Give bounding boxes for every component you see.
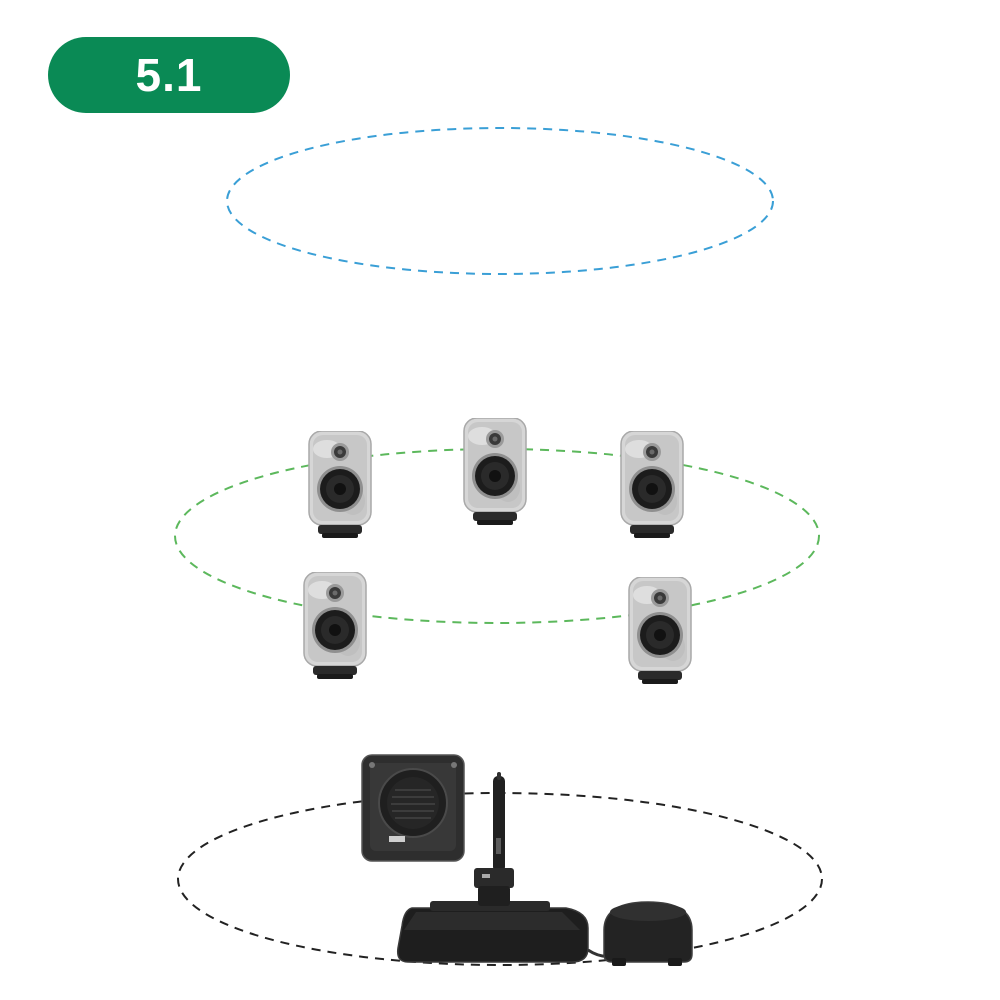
speaker-surround-right-icon bbox=[628, 577, 692, 685]
calibration-microphone-icon bbox=[474, 772, 514, 906]
height-layer-ring bbox=[226, 127, 774, 275]
network-adapter-icon bbox=[603, 901, 693, 966]
network-hub-icon bbox=[396, 901, 613, 963]
format-badge-label: 5.1 bbox=[135, 49, 203, 101]
format-badge: 5.1 bbox=[48, 37, 290, 113]
speaker-center-icon bbox=[463, 418, 527, 526]
subwoofer-icon bbox=[361, 754, 465, 862]
speaker-front-left-icon bbox=[308, 431, 372, 539]
speaker-front-right-icon bbox=[620, 431, 684, 539]
speaker-surround-left-icon bbox=[303, 572, 367, 680]
